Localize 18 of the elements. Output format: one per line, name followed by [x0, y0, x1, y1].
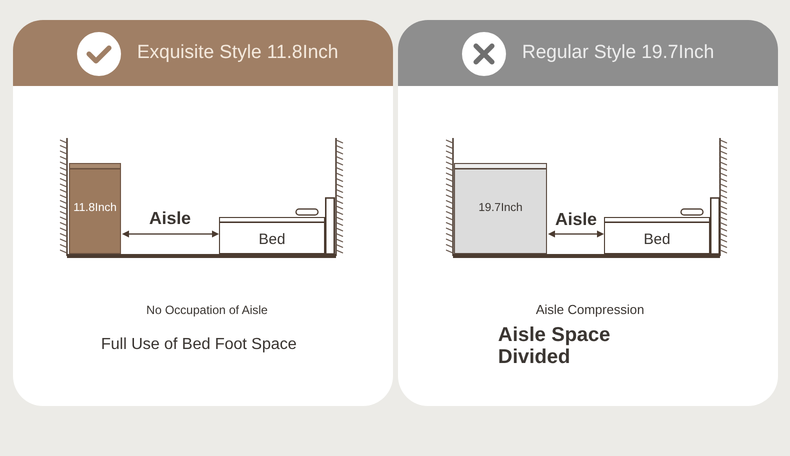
cabinet	[454, 163, 547, 254]
bed	[219, 217, 325, 254]
aisle-label: Aisle	[149, 208, 191, 228]
card-heading: Exquisite Style 11.8Inch	[137, 42, 338, 64]
cabinet	[69, 163, 121, 254]
note-text: Aisle Compression	[536, 302, 644, 317]
feature-text: Aisle Space Divided	[498, 324, 612, 368]
feature-text: Full Use of Bed Foot Space	[101, 336, 297, 354]
comparison-card	[13, 20, 393, 406]
aisle-label: Aisle	[555, 209, 597, 229]
bed-label: Bed	[644, 231, 670, 248]
comparison-card	[398, 20, 778, 406]
note-text: No Occupation of Aisle	[146, 304, 268, 317]
card-heading: Regular Style 19.7Inch	[522, 42, 714, 64]
bed	[604, 217, 710, 254]
size-label: 11.8Inch	[73, 202, 117, 215]
size-label: 19.7Inch	[478, 202, 523, 215]
bed-label: Bed	[258, 231, 286, 248]
